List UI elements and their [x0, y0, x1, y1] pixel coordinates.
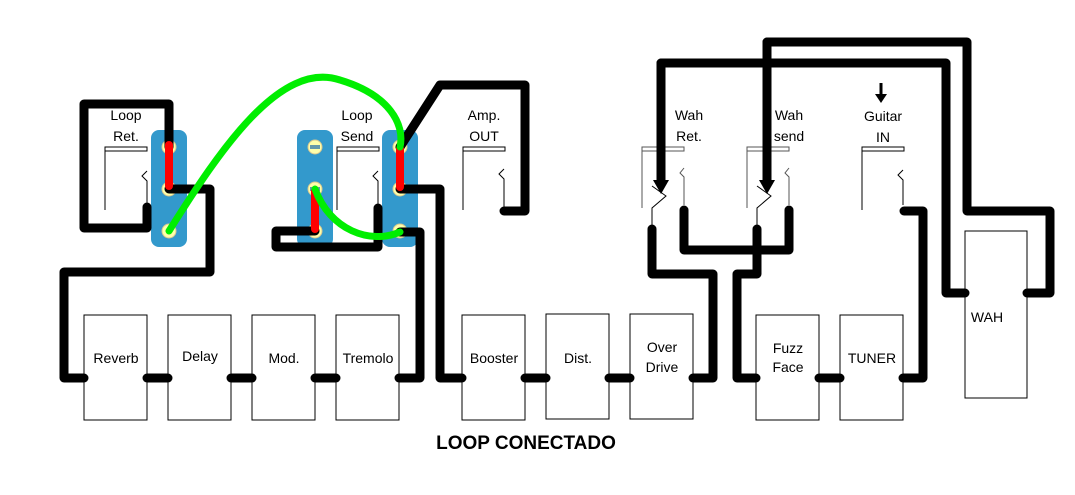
pedal-tremolo — [335, 314, 400, 421]
pedals — [83, 230, 1028, 421]
pedal-reverb — [83, 314, 148, 421]
arrow-down-icon — [759, 180, 775, 194]
label-amp-out-1: Amp. — [468, 107, 501, 123]
label-amp-out-2: OUT — [469, 128, 499, 144]
pedal-label-delay: Delay — [182, 348, 218, 364]
label-loop-ret-1: Loop — [110, 107, 141, 123]
jack-labels: Loop Ret. Loop Send Amp. OUT Wah Ret. Wa… — [110, 107, 902, 145]
pedal-label-wah: WAH — [971, 309, 1003, 325]
pedal-dist — [545, 313, 610, 420]
pedal-label-reverb: Reverb — [93, 350, 138, 366]
diagram-title: LOOP CONECTADO — [436, 433, 616, 454]
pedal-overdrive — [629, 313, 694, 420]
wire-loop-ret-to-reverb — [59, 184, 215, 383]
patch-cable-loop — [165, 73, 405, 235]
pedal-label-overdrive-2: Drive — [646, 359, 679, 375]
jack-guitar-in — [861, 146, 905, 210]
pedal-labels: Reverb Delay Mod. Tremolo Booster Dist. … — [93, 309, 1003, 375]
pedal-label-tremolo: Tremolo — [343, 350, 394, 366]
jack-loop-ret — [104, 146, 148, 210]
pedal-tuner — [839, 314, 904, 421]
pedal-label-overdrive-1: Over — [647, 339, 678, 355]
pedal-label-dist: Dist. — [564, 350, 592, 366]
wire-wah-send-to-wah — [762, 37, 1055, 298]
label-wah-send-2: send — [774, 128, 804, 144]
pedal-label-tuner: TUNER — [848, 350, 896, 366]
label-loop-send-1: Loop — [341, 107, 372, 123]
label-wah-ret-1: Wah — [675, 107, 703, 123]
label-loop-ret-2: Ret. — [113, 128, 139, 144]
label-guitar-in-2: IN — [876, 129, 890, 145]
arrow-down-icon — [875, 83, 887, 103]
pedal-label-fuzzface-1: Fuzz — [773, 340, 803, 356]
label-wah-ret-2: Ret. — [676, 128, 702, 144]
jack-amp-out — [462, 146, 506, 210]
wire-to-amp-out — [395, 80, 530, 216]
pedal-booster — [461, 314, 526, 421]
pedal-label-mod: Mod. — [268, 350, 299, 366]
wire-wah-bridge — [679, 205, 794, 255]
wire-overdrive-to-wah-ret — [647, 224, 718, 383]
wire-wah-ret-to-wah — [656, 58, 970, 298]
wire-tremolo-to-loop-send — [394, 227, 425, 383]
pedal-wah — [964, 230, 1028, 399]
wire-wah-send-to-fuzz — [732, 224, 762, 383]
jack-loop-send — [336, 146, 380, 210]
wire-tuner-to-guitar-in — [898, 206, 928, 383]
pedal-label-fuzzface-2: Face — [772, 359, 803, 375]
green-patch-cables — [165, 73, 405, 240]
pedal-mod — [251, 314, 316, 421]
label-wah-send-1: Wah — [775, 107, 803, 123]
wire-loop-ret-tip — [79, 99, 174, 233]
pedal-label-booster: Booster — [470, 350, 519, 366]
patch-cable-short — [311, 185, 404, 240]
pedal-fuzzface — [755, 314, 820, 421]
label-guitar-in-1: Guitar — [864, 108, 902, 124]
pedal-delay — [167, 314, 232, 421]
jack-symbols — [104, 146, 905, 226]
label-loop-send-2: Send — [341, 128, 374, 144]
arrow-down-icon — [653, 180, 669, 194]
wire-loop-send-to-booster — [395, 184, 467, 383]
